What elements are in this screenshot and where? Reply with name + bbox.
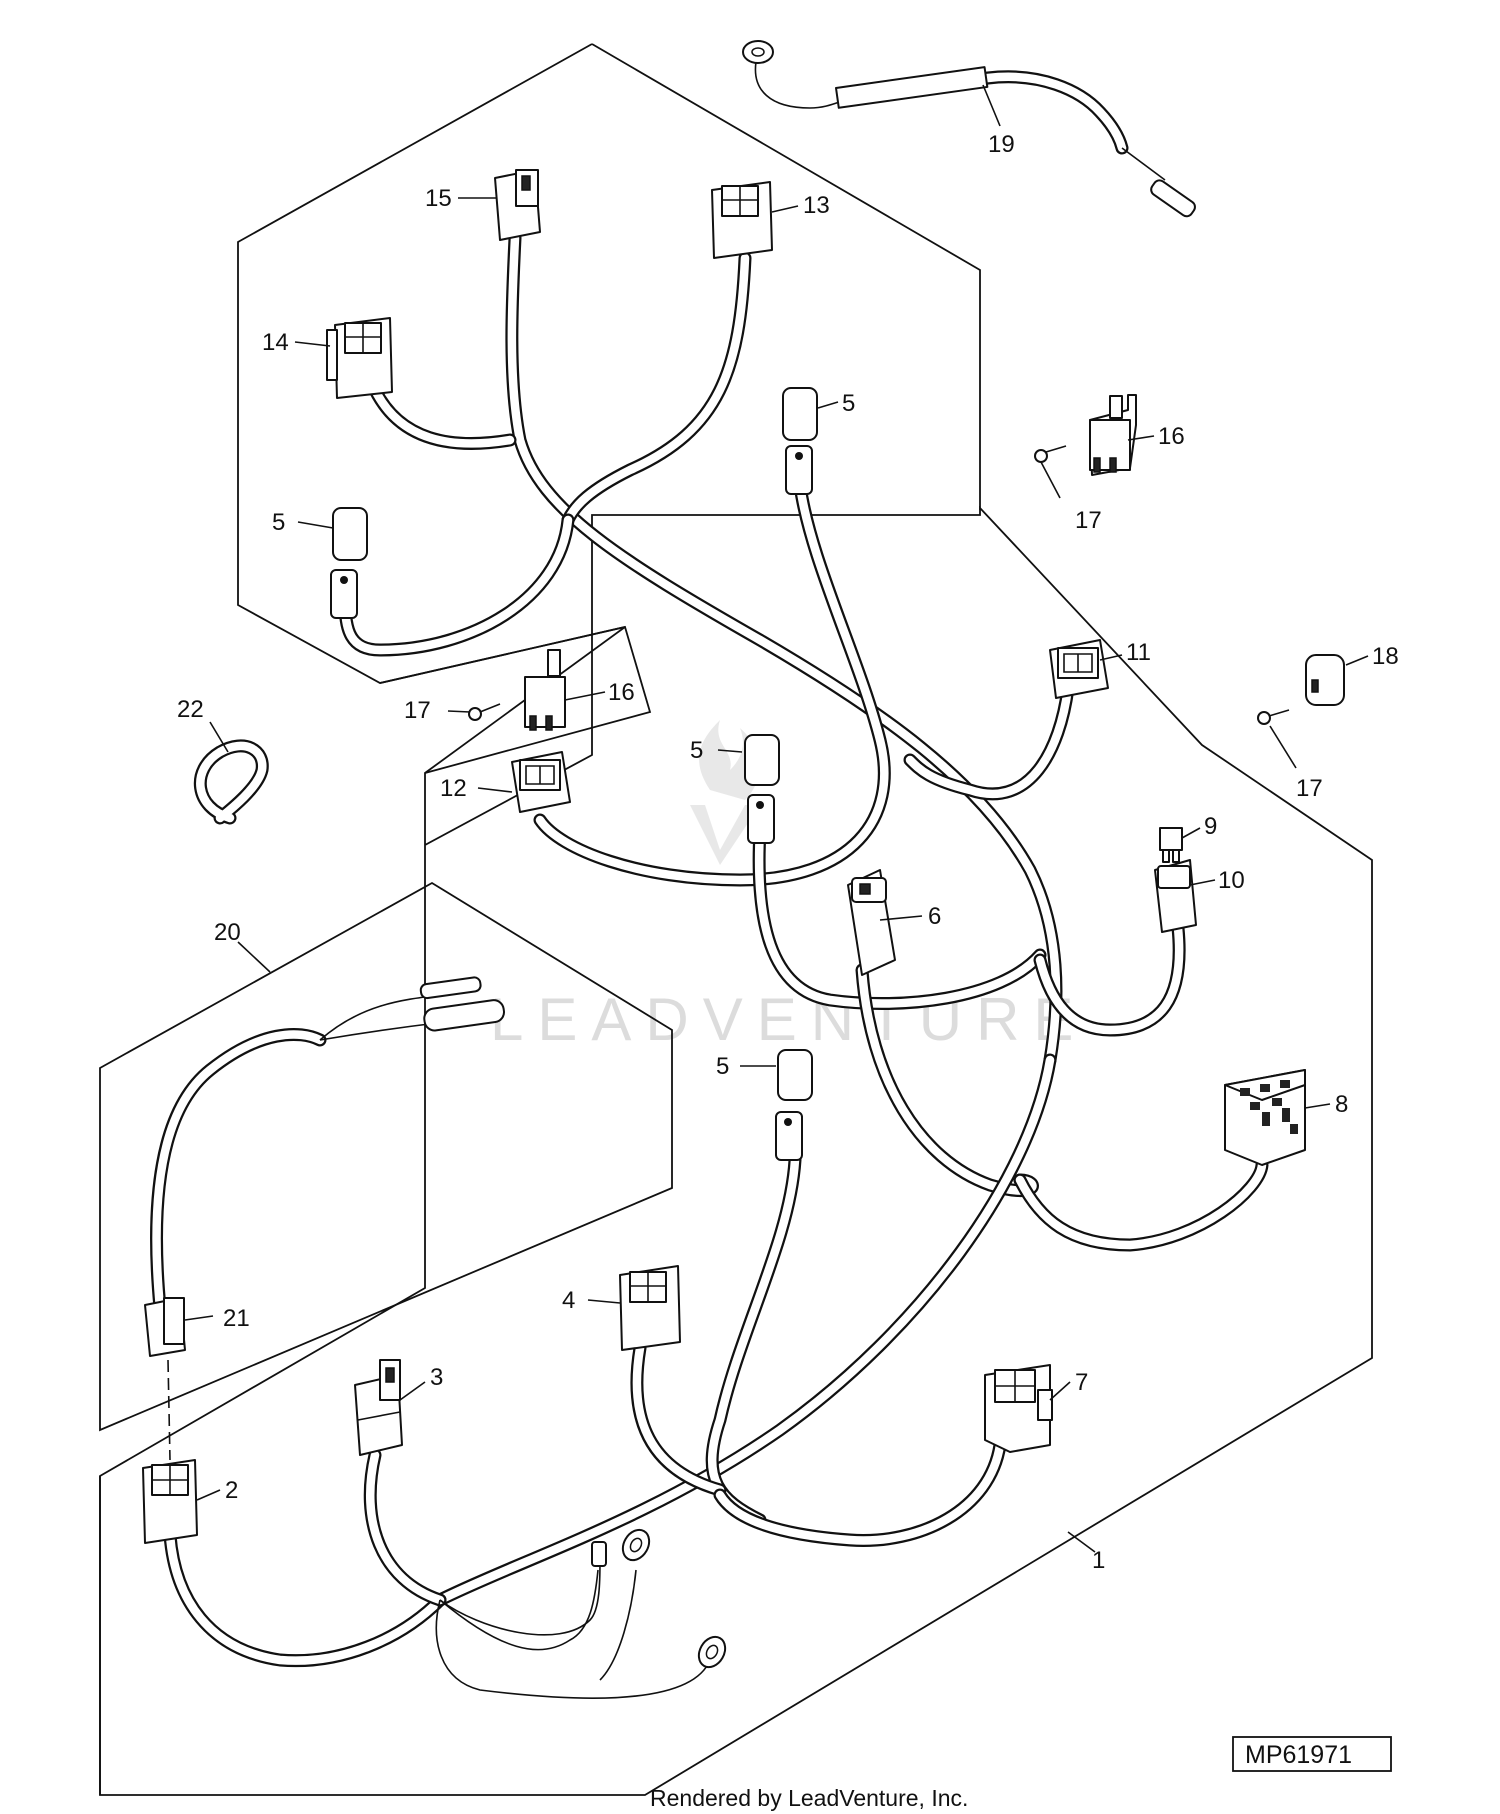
callout-14: 14: [262, 329, 289, 356]
callout-6: 6: [928, 903, 941, 930]
callout-13: 13: [803, 192, 830, 219]
callout-17-left: 17: [404, 697, 431, 724]
callout-5-top: 5: [842, 390, 855, 417]
callout-17-far-right: 17: [1296, 775, 1323, 802]
callout-7: 7: [1075, 1369, 1088, 1396]
callout-5-center: 5: [690, 737, 703, 764]
relay-16-left: [524, 649, 566, 731]
screw-17-left: [468, 703, 501, 721]
watermark-text: LEADVENTURE: [490, 986, 1087, 1053]
relays-and-hardware: [193, 394, 1345, 825]
connector-5-lower: [775, 1049, 813, 1161]
connector-12: [511, 751, 571, 813]
figure-id-box: MP61971: [1232, 1736, 1392, 1772]
figure-id: MP61971: [1245, 1741, 1352, 1769]
screw-17-right: [1034, 445, 1067, 463]
cap-18: [1305, 654, 1345, 706]
watermark: LEADVENTURE: [490, 720, 1087, 1053]
connector-6: [847, 869, 896, 976]
callout-labels: 1 2 3 4 5 5 5 5 6 7 8 9 10 11 12 13 14 1…: [177, 131, 1399, 1574]
callout-22: 22: [177, 696, 204, 723]
cable-20-outline: [99, 881, 673, 1432]
fuse-9: [1159, 827, 1183, 863]
harness-wires: [163, 231, 1269, 1699]
connector-15: [494, 169, 541, 241]
callout-16-right: 16: [1158, 423, 1185, 450]
callout-18: 18: [1372, 643, 1399, 670]
callout-5-left: 5: [272, 509, 285, 536]
harness-outline-right: [591, 43, 981, 510]
screw-17-far-right: [1257, 709, 1290, 725]
callout-16-left: 16: [608, 679, 635, 706]
connectors: [142, 169, 1306, 1669]
callout-17-right: 17: [1075, 507, 1102, 534]
connector-5-top: [782, 387, 818, 495]
cable-20: [144, 976, 505, 1461]
callout-12: 12: [440, 775, 467, 802]
callout-2: 2: [225, 1477, 238, 1504]
connector-5-center: [744, 734, 780, 844]
footer-credit: Rendered by LeadVenture, Inc.: [650, 1785, 968, 1811]
connector-14: [326, 317, 393, 399]
callout-4: 4: [562, 1287, 575, 1314]
callout-19: 19: [988, 131, 1015, 158]
callout-21: 21: [223, 1305, 250, 1332]
ground-terminals: [591, 1528, 727, 1669]
callout-5-lower: 5: [716, 1053, 729, 1080]
connector-3: [354, 1359, 403, 1456]
connector-4: [619, 1265, 681, 1351]
fuse-box-8: [1224, 1069, 1306, 1166]
fuse-holder-10: [1154, 859, 1197, 933]
connector-7: [984, 1364, 1053, 1453]
connector-13: [711, 181, 773, 259]
callout-3: 3: [430, 1364, 443, 1391]
connector-5-left: [330, 507, 368, 619]
callout-20: 20: [214, 919, 241, 946]
relay-16-right: [1089, 394, 1137, 476]
cable-19: [742, 40, 1196, 218]
callout-10: 10: [1218, 867, 1245, 894]
callout-11: 11: [1126, 639, 1151, 666]
connector-2: [142, 1459, 198, 1544]
group-outlines: [99, 43, 1373, 1796]
connector-11: [1049, 639, 1109, 699]
callout-1: 1: [1092, 1547, 1105, 1574]
callout-15: 15: [425, 185, 452, 212]
leader-lines: [184, 197, 1369, 1553]
callout-8: 8: [1335, 1091, 1348, 1118]
relay-box-outline: [379, 625, 652, 774]
clamp-22: [193, 739, 269, 825]
callout-9: 9: [1204, 813, 1217, 840]
